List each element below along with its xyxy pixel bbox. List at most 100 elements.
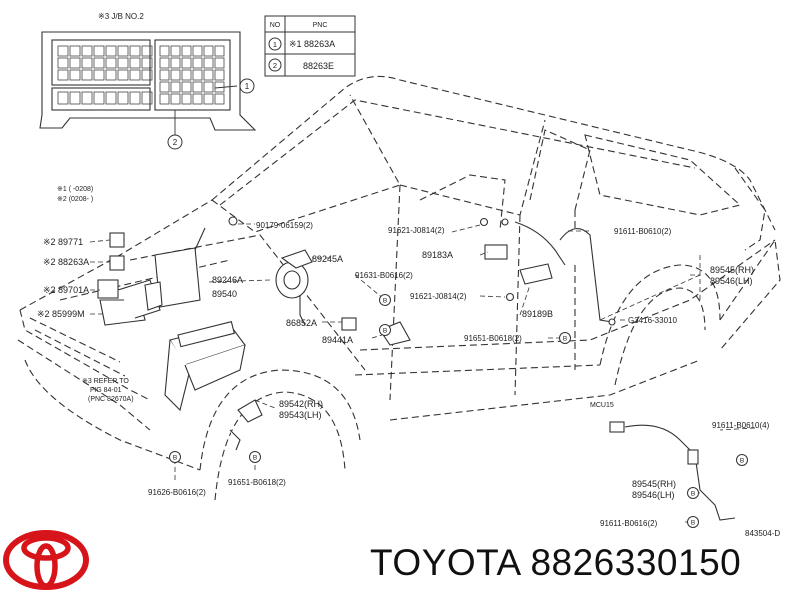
- fusebox-title: ※3 J/B NO.2: [98, 12, 144, 21]
- label-89441A: 89441A: [322, 335, 353, 345]
- fuse-cell: [203, 69, 214, 81]
- label-91611-mid: 91611-B0610(4): [712, 421, 770, 430]
- callout-2: 2: [167, 134, 183, 150]
- fuse-cell: [192, 81, 203, 93]
- callout-1: 1: [239, 78, 255, 94]
- fuse-cell: [141, 57, 153, 69]
- toyota-logo: [3, 530, 89, 590]
- label-89546-lower: 89546(LH): [632, 490, 675, 500]
- bolt-marker: [249, 451, 261, 463]
- label-86852A: 86852A: [286, 318, 317, 328]
- label-ref-3: (PNC 82670A): [88, 396, 134, 403]
- bolt-marker: [169, 451, 181, 463]
- svg-text:2: 2: [173, 138, 178, 147]
- fuse-cell: [214, 45, 225, 57]
- fuse-cell: [181, 69, 192, 81]
- pnc-header-no: NO: [270, 22, 281, 29]
- fuse-cell: [181, 93, 192, 105]
- label-g3416: G3416-33010: [628, 316, 677, 325]
- fuse-cell: [81, 91, 93, 105]
- pnc-row-value: ※1 88263A: [289, 39, 335, 49]
- label-91621-upper: 91621-J0814(2): [388, 226, 445, 235]
- fuse-cell: [203, 93, 214, 105]
- fuse-cell: [192, 93, 203, 105]
- fuse-cell: [141, 69, 153, 81]
- fuse-grid: [57, 45, 225, 105]
- fuse-cell: [159, 57, 170, 69]
- svg-text:1: 1: [245, 82, 250, 91]
- vehicle-outline: [17, 75, 781, 501]
- label-88263A: ※2 88263A: [43, 257, 89, 267]
- fuse-cell: [93, 45, 105, 57]
- label-91631: 91631-B0616(2): [355, 271, 413, 280]
- fuse-cell: [69, 57, 81, 69]
- fuse-cell: [170, 93, 181, 105]
- fuse-cell: [105, 57, 117, 69]
- fuse-cell: [214, 69, 225, 81]
- fuse-cell: [203, 81, 214, 93]
- diagram-ref: 843504-D: [745, 529, 780, 538]
- fuse-cell: [181, 45, 192, 57]
- bolt-marker-label: B: [563, 336, 567, 343]
- label-90179: 90179-06159(2): [256, 221, 313, 230]
- bolt-marker: [379, 324, 391, 336]
- fuse-cell: [192, 69, 203, 81]
- fuse-cell: [129, 45, 141, 57]
- bolt-marker-label: B: [383, 298, 387, 305]
- fuse-cell: [159, 45, 170, 57]
- fuse-cell: [105, 45, 117, 57]
- brand-caption: TOYOTA 8826330150: [370, 542, 741, 584]
- fuse-cell: [192, 45, 203, 57]
- label-ref-1: ※3 REFER TO: [82, 378, 129, 385]
- pnc-row-no: 1: [273, 40, 277, 49]
- part-labels: ※2 89771 ※2 88263A ※2 89701A ※2 85999M 9…: [37, 221, 780, 538]
- fuse-cell: [117, 57, 129, 69]
- bolt-marker-label: B: [173, 455, 177, 462]
- bolt-marker: [687, 516, 699, 528]
- label-89540: 89540: [212, 289, 237, 299]
- fuse-cell: [93, 57, 105, 69]
- label-mcu15: MCU15: [590, 402, 614, 409]
- label-85999M: ※2 85999M: [37, 309, 85, 319]
- fuse-cell: [69, 45, 81, 57]
- fuse-cell: [117, 45, 129, 57]
- fuse-cell: [81, 45, 93, 57]
- fuse-cell: [93, 69, 105, 81]
- label-91611-upper: 91611-B0610(2): [614, 227, 672, 236]
- fuse-cell: [129, 69, 141, 81]
- fuse-cell: [57, 57, 69, 69]
- fuse-cell: [105, 91, 117, 105]
- label-89183A: 89183A: [422, 250, 453, 260]
- part-number: 8826330150: [530, 542, 742, 583]
- fuse-cell: [105, 69, 117, 81]
- fuse-cell: [57, 69, 69, 81]
- pnc-row-no: 2: [273, 61, 277, 70]
- bolt-marker-label: B: [383, 328, 387, 335]
- brand-name: TOYOTA: [370, 542, 520, 583]
- fuse-cell: [69, 69, 81, 81]
- bolt-marker-label: B: [253, 455, 257, 462]
- label-91651-rear: 91651-B0618(2): [464, 334, 522, 343]
- label-89545-lower: 89545(RH): [632, 479, 676, 489]
- fuse-cell: [93, 91, 105, 105]
- bolt-marker: [379, 294, 391, 306]
- fuse-cell: [57, 45, 69, 57]
- fuse-cell: [81, 57, 93, 69]
- label-91626: 91626-B0616(2): [148, 488, 206, 497]
- label-89189B: 89189B: [522, 309, 553, 319]
- fuse-cell: [181, 81, 192, 93]
- component-art: [97, 216, 746, 521]
- label-89542: 89542(RH): [279, 399, 323, 409]
- pnc-header-pnc: PNC: [313, 22, 328, 29]
- label-89546: 89546(LH): [710, 276, 753, 286]
- fuse-cell: [203, 57, 214, 69]
- note-line-1: ※1 ( -0208): [57, 186, 93, 193]
- bolt-marker: [736, 454, 748, 466]
- label-ref-2: FIG 84-01: [90, 387, 122, 394]
- junction-block: [39, 31, 257, 131]
- fuse-cell: [159, 81, 170, 93]
- fuse-cell: [192, 57, 203, 69]
- fuse-cell: [214, 57, 225, 69]
- fuse-cell: [170, 69, 181, 81]
